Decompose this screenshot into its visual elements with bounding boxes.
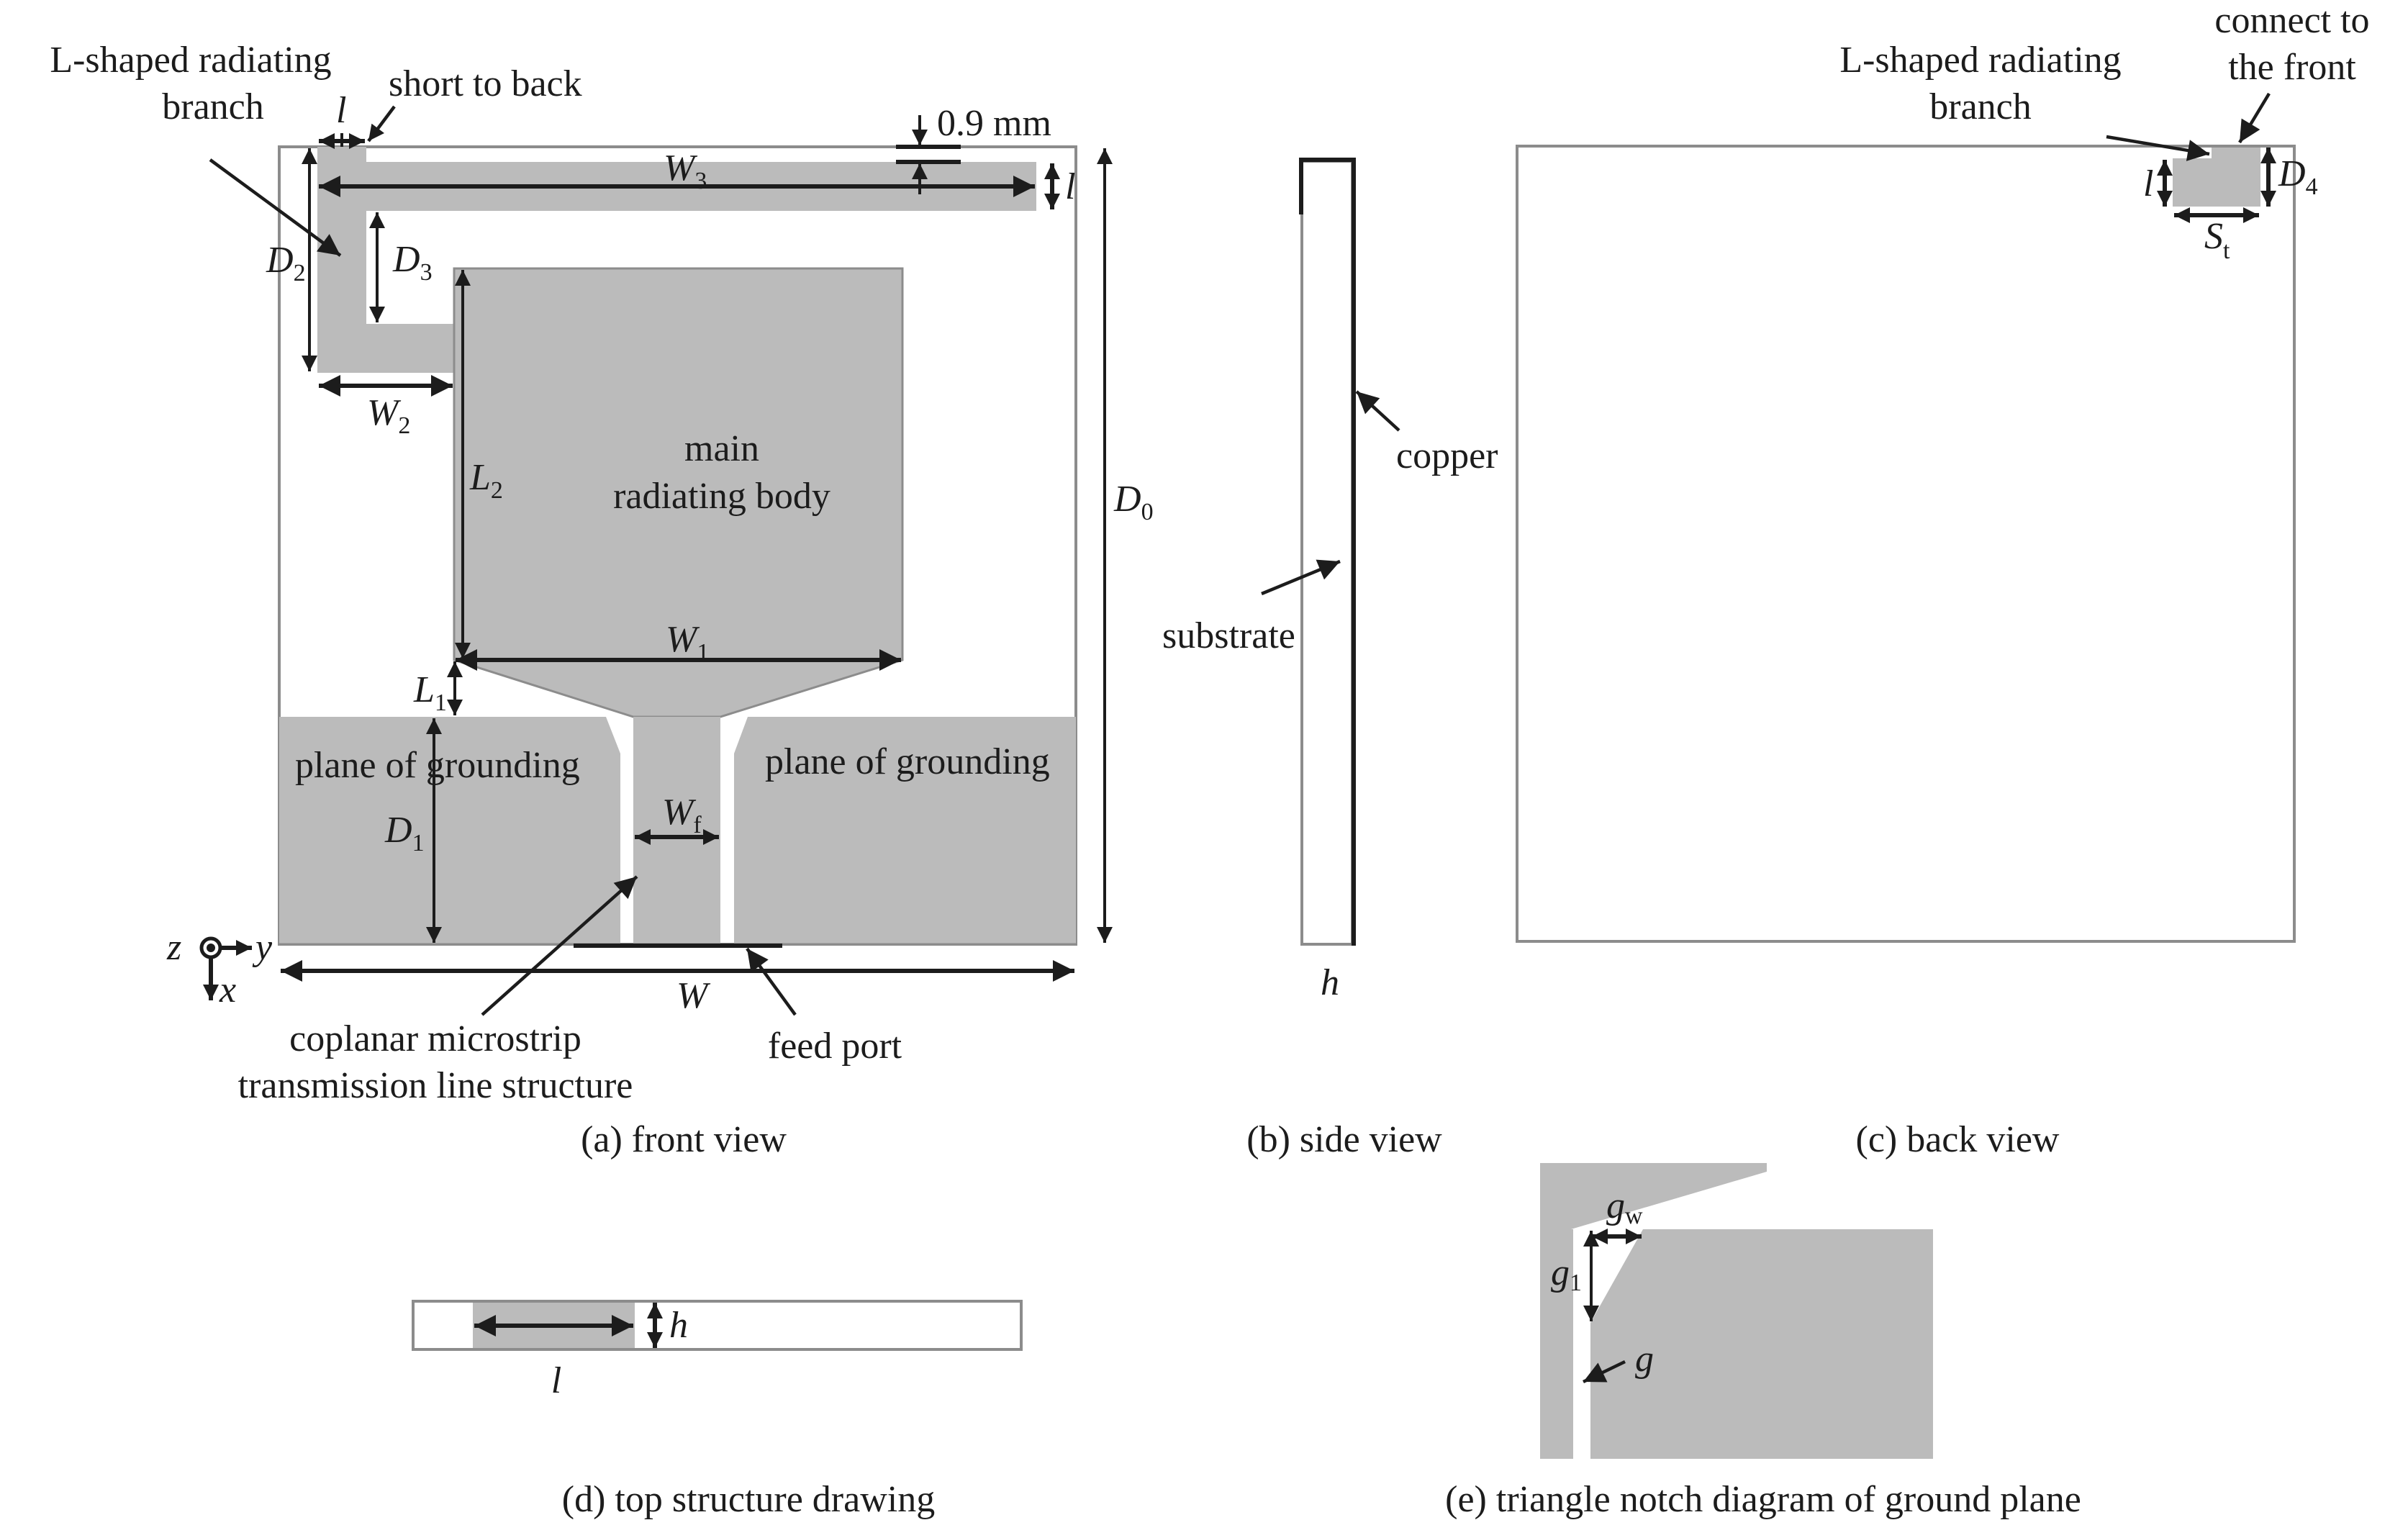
dim-gw-label: gw — [1606, 1185, 1643, 1229]
front-view-panel: l short to back L-shaped radiating branc… — [50, 40, 1153, 1160]
dim-d4-label: D4 — [2278, 153, 2318, 200]
main-body-label-line2: radiating body — [613, 476, 830, 517]
l-branch-label-line1: L-shaped radiating — [50, 40, 331, 81]
caption-back-view: (c) back view — [1856, 1119, 2060, 1160]
caption-top-structure: (d) top structure drawing — [562, 1479, 935, 1520]
dim-l-back-label: l — [2143, 163, 2153, 204]
back-l-branch-label-line2: branch — [1929, 86, 2031, 127]
dim-h-side-label: h — [1321, 962, 1339, 1003]
dim-d3-label: D3 — [392, 239, 433, 286]
main-body-label-line1: main — [684, 428, 759, 469]
dim-st-label: St — [2204, 216, 2230, 264]
dim-l-right-label: l — [1065, 166, 1075, 207]
dim-l-top-view-label: l — [551, 1360, 561, 1401]
axis-z-dot-icon — [207, 944, 215, 952]
dim-l2-label: L2 — [469, 457, 503, 504]
back-substrate-board — [1516, 145, 2296, 943]
dim-d0-label: D0 — [1113, 479, 1154, 525]
copper-leader — [1355, 390, 1400, 432]
caption-triangle-notch: (e) triangle notch diagram of ground pla… — [1445, 1479, 2081, 1520]
dim-d1-label: D1 — [384, 810, 425, 856]
triangle-notch-panel: gw g1 g (e) triangle notch diagram of gr… — [1445, 1163, 2081, 1520]
notch-left-strip — [1540, 1229, 1573, 1459]
cpw-leader — [481, 875, 638, 1016]
dim-wf-label: Wf — [662, 792, 702, 838]
caption-side-view: (b) side view — [1246, 1119, 1442, 1160]
dim-w3-label: W3 — [664, 148, 707, 194]
dim-l1-label: L1 — [413, 669, 447, 716]
short-to-back-leader — [367, 105, 396, 142]
copper-label: copper — [1396, 435, 1498, 476]
cpw-label-line2: transmission line structure — [238, 1065, 633, 1106]
back-l-branch-leader — [2106, 135, 2210, 161]
coordinate-axes: z y x — [166, 927, 273, 1010]
ground-left-label: plane of grounding — [295, 745, 580, 786]
axis-y-label: y — [252, 927, 273, 968]
dim-g-label: g — [1635, 1339, 1654, 1380]
dim-g1-label: g1 — [1551, 1252, 1582, 1296]
short-to-back-label: short to back — [389, 63, 582, 104]
back-view-panel: l D4 St L-shaped radiating branch connec… — [1516, 0, 2370, 1160]
gap-value-label: 0.9 mm — [937, 103, 1051, 144]
l-branch-label-line2: branch — [162, 86, 263, 127]
dim-w1-label: W1 — [666, 619, 709, 666]
dim-h-top-view-label: h — [669, 1305, 688, 1346]
notch-right-ground — [1590, 1229, 1933, 1459]
top-substrate — [412, 1300, 1023, 1351]
l-branch-leader — [209, 158, 342, 257]
notch-upper-body — [1540, 1163, 1767, 1229]
back-l-branch-label-line1: L-shaped radiating — [1839, 40, 2121, 81]
substrate-label: substrate — [1162, 615, 1295, 656]
substrate-leader — [1261, 559, 1341, 596]
connect-label-line1: connect to — [2214, 0, 2369, 41]
dim-w2-label: W2 — [367, 392, 410, 439]
ground-plane-left — [279, 717, 620, 944]
connect-leader — [2238, 92, 2271, 144]
dim-l-top-label: l — [336, 90, 346, 131]
cpw-label-line1: coplanar microstrip — [289, 1018, 581, 1059]
axis-x-label: x — [219, 969, 236, 1010]
back-l-branch-patch — [2173, 148, 2260, 207]
ground-right-label: plane of grounding — [765, 741, 1050, 782]
dim-w-label: W — [676, 975, 711, 1016]
top-structure-panel: l h (d) top structure drawing — [412, 1300, 1023, 1520]
ground-plane-right — [734, 717, 1076, 944]
side-substrate — [1300, 160, 1354, 946]
dim-d2-label: D2 — [266, 240, 306, 286]
side-view-panel: copper substrate h (b) side view — [1162, 158, 1498, 1160]
l-shaped-radiating-branch — [317, 147, 1036, 373]
connect-label-line2: the front — [2228, 47, 2356, 88]
axis-z-label: z — [166, 927, 181, 968]
caption-front-view: (a) front view — [581, 1119, 787, 1160]
dim-g-leader — [1583, 1360, 1626, 1384]
feed-port-leader — [746, 947, 797, 1016]
feed-port-label: feed port — [768, 1026, 902, 1067]
side-copper-layer — [1299, 158, 1356, 946]
